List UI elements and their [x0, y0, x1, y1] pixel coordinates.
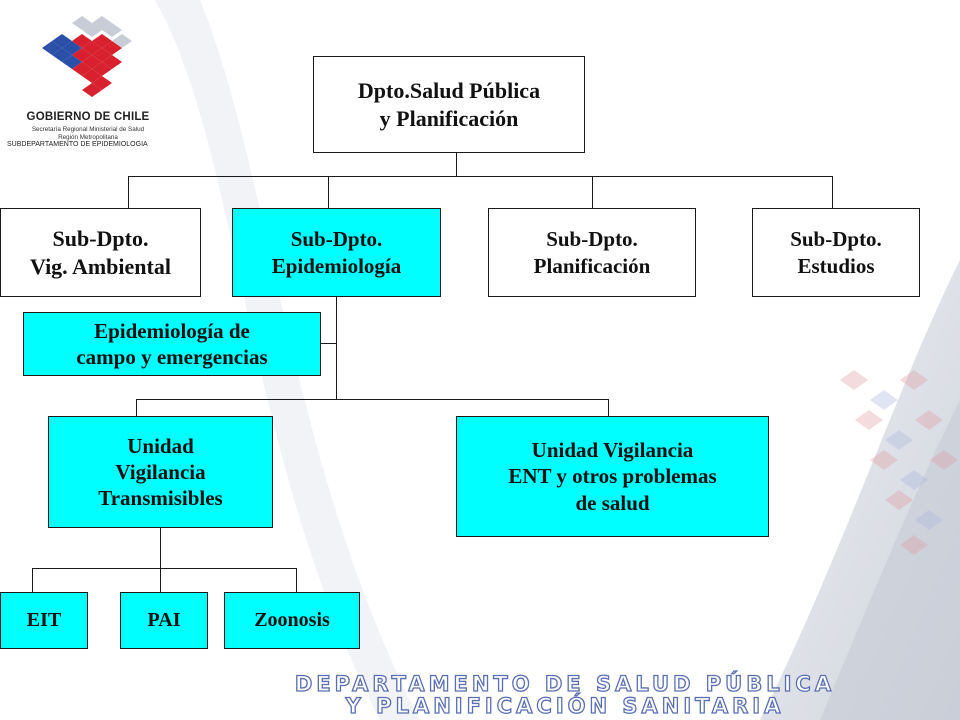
program-pai: PAI	[120, 592, 208, 649]
root-dpto-salud-publica: Dpto.Salud Pública y Planificación	[313, 56, 585, 153]
unit-line-3: Transmisibles	[98, 486, 223, 511]
root-line-1: Dpto.Salud Pública	[357, 78, 541, 103]
connector-line	[320, 343, 337, 344]
connector-line	[456, 152, 457, 176]
connector-line	[160, 568, 161, 592]
subdept-vig-ambiental: Sub-Dpto. Vig. Ambiental	[0, 208, 201, 297]
footer-title-line-2: Y PLANIFICACIÓN SANITARIA	[345, 693, 785, 718]
unit-line-1: Unidad Vigilancia	[531, 438, 694, 463]
field-epidemiology-unit: Epidemiología de campo y emergencias	[23, 312, 321, 376]
subdept-line-1: Sub-Dpto.	[546, 227, 638, 252]
logo-title: GOBIERNO DE CHILE	[26, 111, 150, 123]
connector-line	[128, 176, 833, 177]
footer-title-line-1: DEPARTAMENTO DE SALUD PÚBLICA	[294, 671, 836, 696]
subdept-planificacion: Sub-Dpto. Planificación	[488, 208, 696, 297]
program-zoonosis: Zoonosis	[224, 592, 360, 649]
connector-line	[328, 176, 329, 208]
gobierno-de-chile-logo-icon	[23, 15, 153, 111]
field-unit-line-2: campo y emergencias	[76, 345, 268, 369]
subdept-line-2: Vig. Ambiental	[30, 253, 171, 279]
connector-line	[32, 568, 297, 569]
connector-line	[608, 399, 609, 416]
logo-subtitle-2: Región Metropolitana	[58, 134, 118, 141]
unit-vigilancia-ent: Unidad Vigilancia ENT y otros problemas …	[456, 416, 769, 537]
connector-line	[296, 568, 297, 592]
program-label: Zoonosis	[254, 609, 330, 631]
unit-line-2: Vigilancia	[115, 459, 206, 484]
program-label: EIT	[26, 609, 62, 631]
connector-line	[592, 176, 593, 208]
subdept-epidemiologia: Sub-Dpto. Epidemiología	[232, 208, 441, 297]
unit-line-1: Unidad	[127, 433, 194, 458]
subdept-line-1: Sub-Dpto.	[790, 227, 882, 252]
connector-line	[160, 528, 161, 568]
connector-line	[136, 399, 609, 400]
subdept-line-2: Estudios	[797, 253, 875, 278]
subdepartment-caption: SUBDEPARTAMENTO DE EPIDEMIOLOGIA	[7, 141, 148, 148]
root-line-2: y Planificación	[379, 105, 519, 131]
subdept-line-1: Sub-Dpto.	[52, 226, 149, 251]
connector-line	[136, 399, 137, 416]
subdept-line-2: Planificación	[533, 253, 651, 278]
unit-line-3: de salud	[575, 490, 650, 515]
program-label: PAI	[147, 609, 181, 631]
subdept-line-1: Sub-Dpto.	[290, 227, 383, 252]
field-unit-line-1: Epidemiología de	[94, 318, 250, 343]
connector-line	[32, 568, 33, 592]
connector-line	[128, 176, 129, 208]
subdept-line-2: Epidemiología	[271, 253, 402, 278]
subdept-estudios: Sub-Dpto. Estudios	[752, 208, 920, 297]
logo-subtitle-1: Secretaría Regional Ministerial de Salud	[31, 126, 145, 133]
program-eit: EIT	[0, 592, 88, 649]
connector-line	[832, 176, 833, 208]
gobierno-logo: GOBIERNO DE CHILE Secretaría Regional Mi…	[23, 15, 153, 141]
connector-line	[336, 296, 337, 399]
unit-line-2: ENT y otros problemas	[508, 464, 717, 489]
unit-vigilancia-transmisibles: Unidad Vigilancia Transmisibles	[48, 416, 273, 528]
